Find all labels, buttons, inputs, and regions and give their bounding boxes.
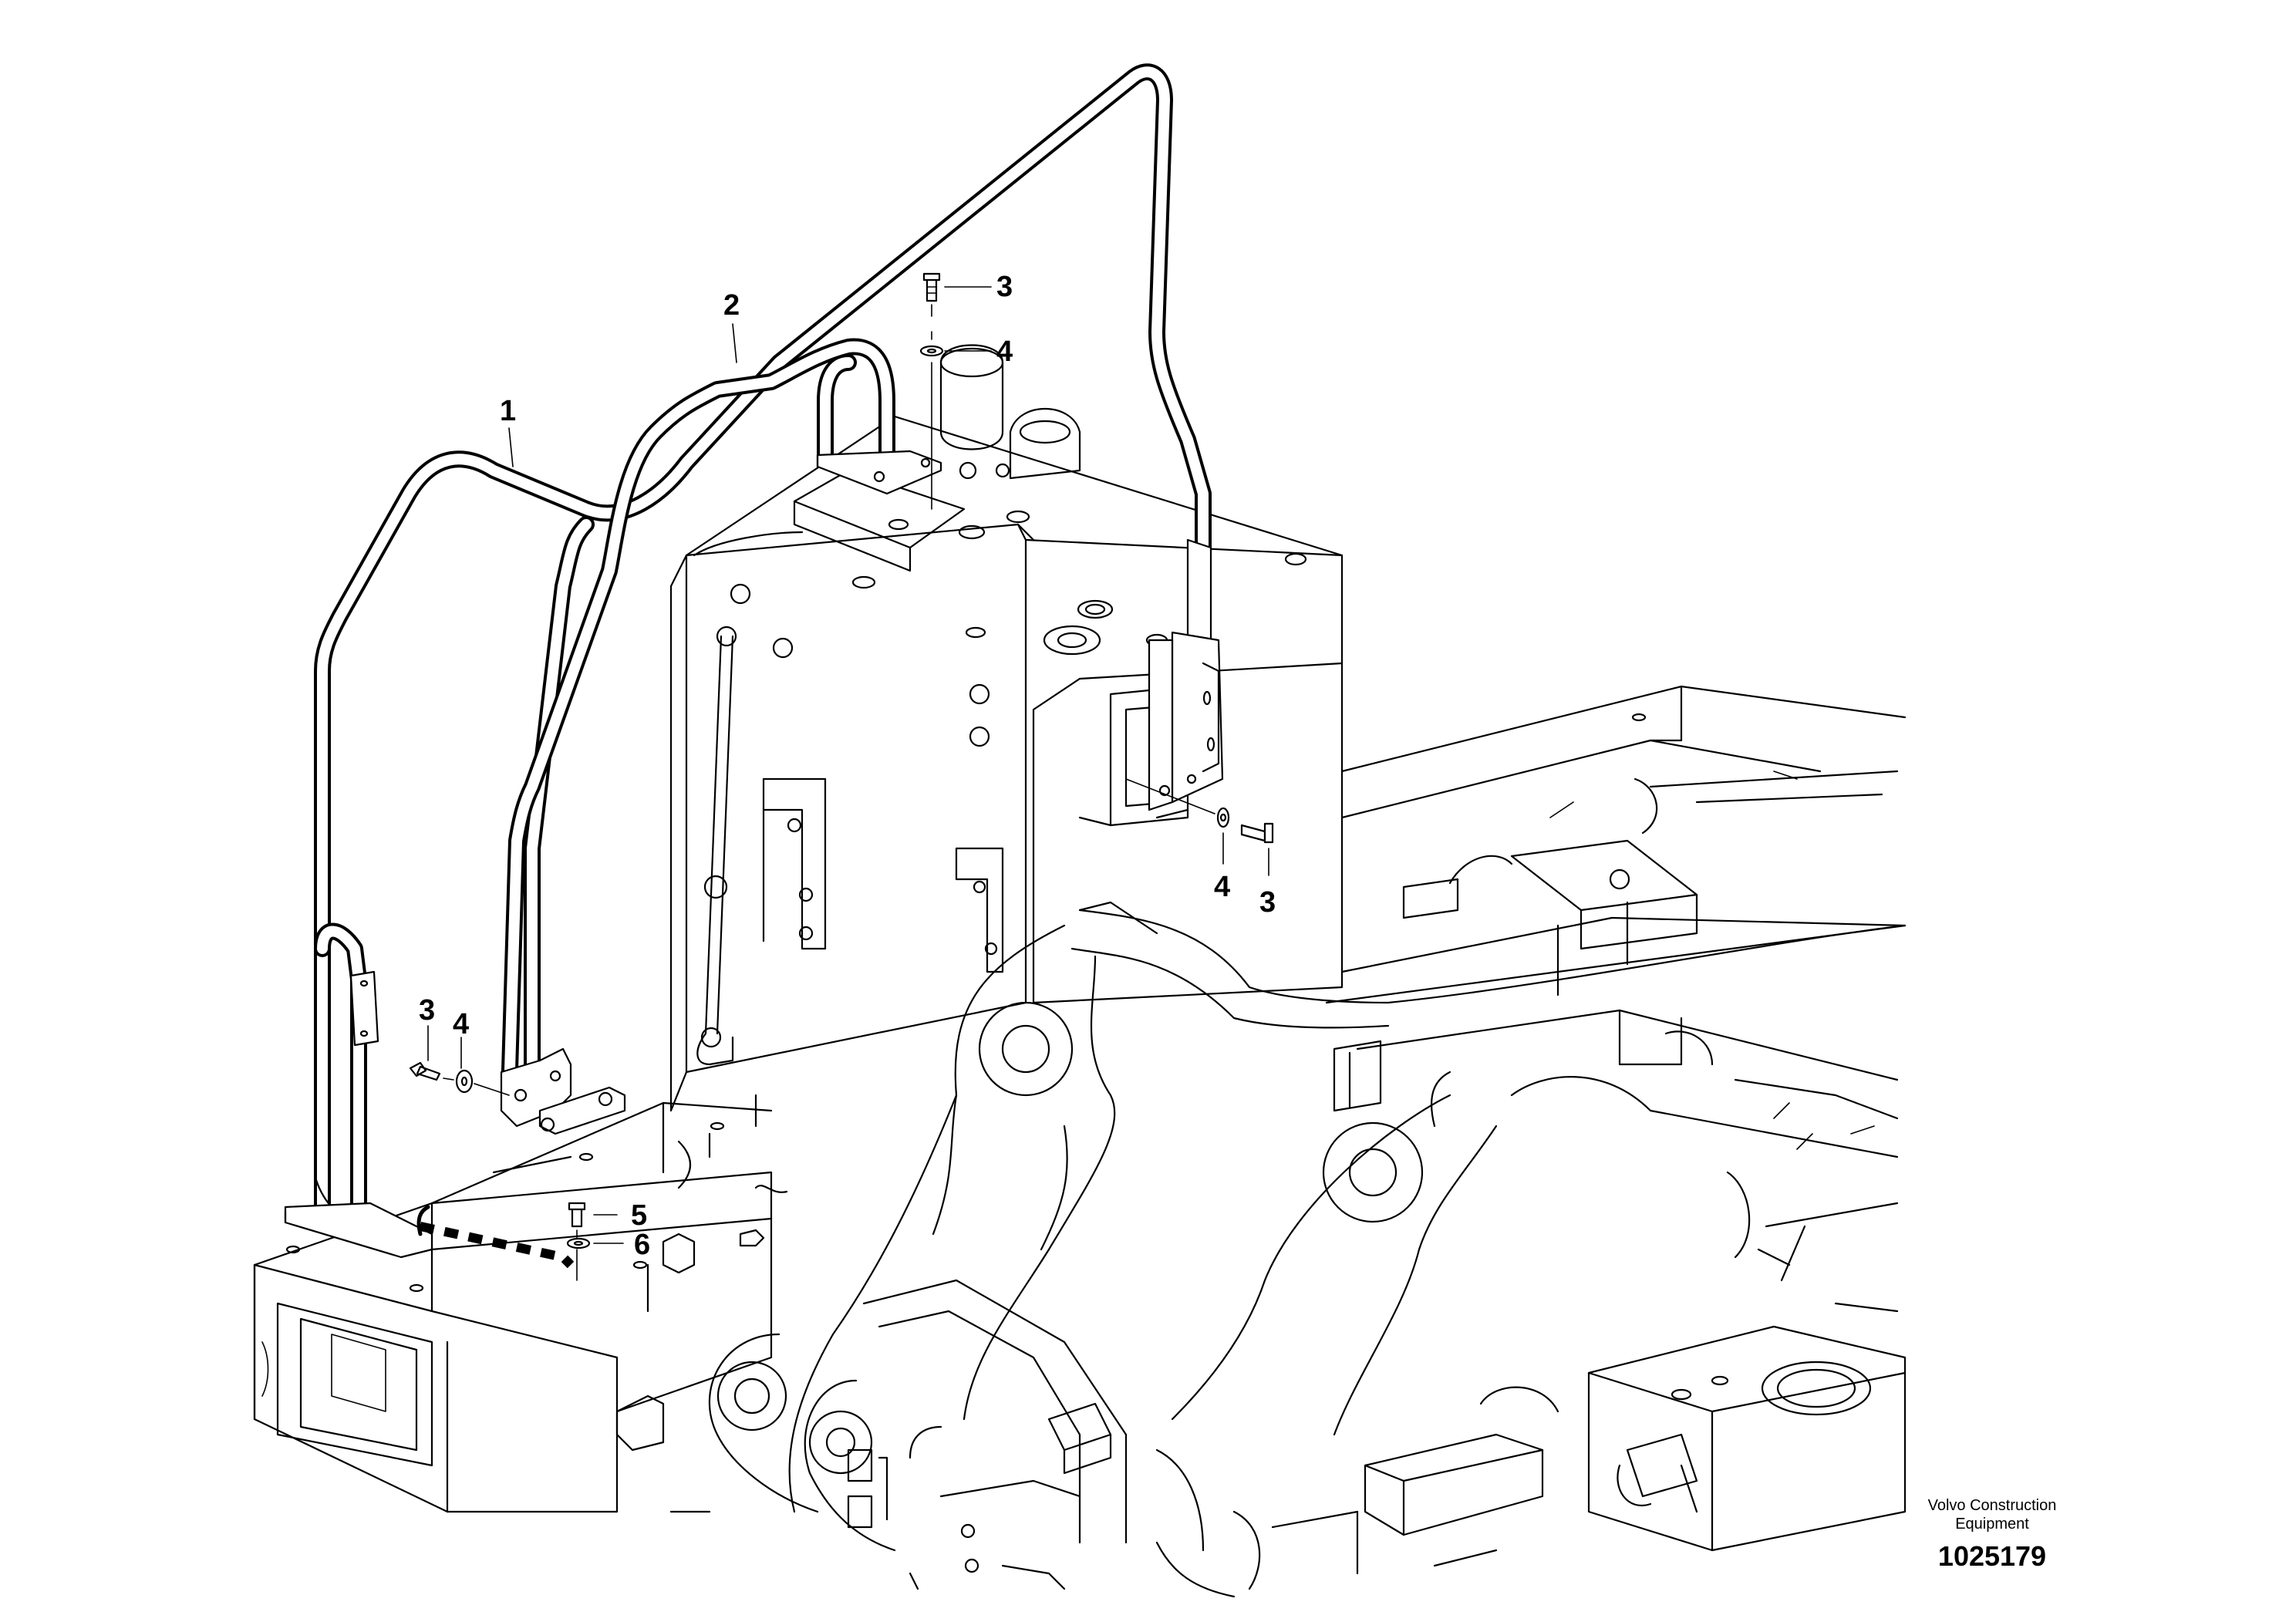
- hidden-rail-hook: [416, 1205, 430, 1236]
- bolt-lower: [566, 1202, 591, 1249]
- callout-3-left: 3: [419, 994, 435, 1027]
- callout-4-right: 4: [1214, 871, 1230, 903]
- bolt-top: [922, 272, 941, 302]
- handrail-1: [284, 63, 1212, 1259]
- leader-2: [732, 323, 737, 363]
- reference-number: 1025179: [1938, 1540, 2046, 1572]
- callout-2: 2: [723, 289, 740, 322]
- callout-6: 6: [634, 1229, 650, 1261]
- callout-1: 1: [500, 395, 516, 427]
- leader-1: [508, 427, 514, 467]
- callout-3-right: 3: [1259, 886, 1276, 919]
- bolt-right-axis: [1125, 778, 1215, 814]
- handrail-2: [500, 338, 942, 1135]
- bolt-left-axis: [443, 1077, 510, 1096]
- machine-frame: [253, 344, 1907, 1598]
- bolt-left: [409, 1061, 474, 1094]
- callout-4-left: 4: [453, 1008, 469, 1040]
- brand-line-1: Volvo Construction: [1928, 1497, 2057, 1514]
- hidden-rail-path: [419, 1222, 575, 1269]
- bolt-right: [1216, 807, 1274, 844]
- callout-4-top: 4: [996, 336, 1013, 368]
- right-leg-bracket: [1148, 538, 1224, 819]
- callout-3-top: 3: [996, 271, 1013, 303]
- brand-line-2: Equipment: [1955, 1516, 2029, 1533]
- callout-5: 5: [631, 1199, 647, 1232]
